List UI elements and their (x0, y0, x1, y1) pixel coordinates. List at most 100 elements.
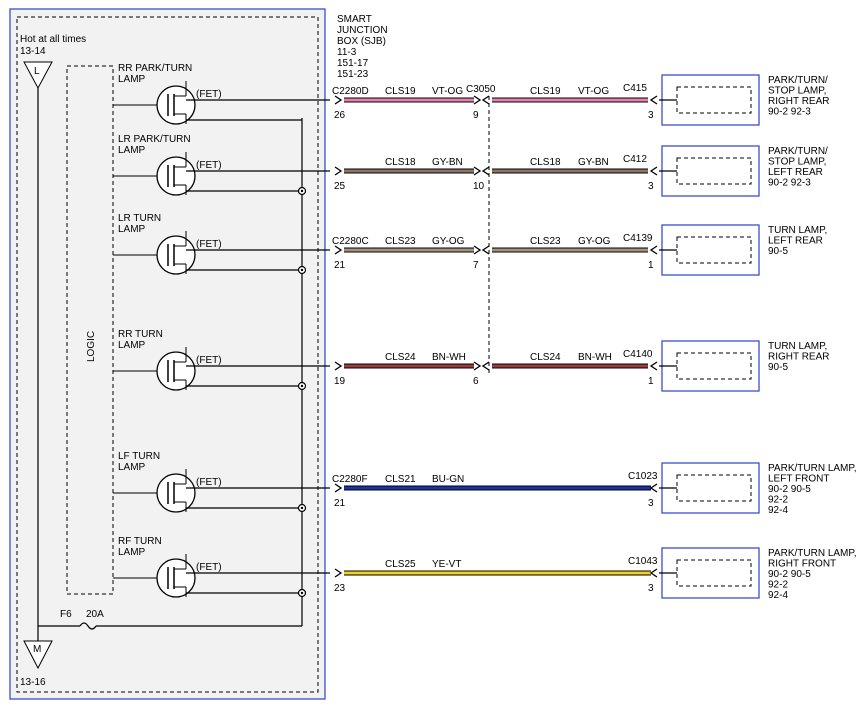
splice-dot (300, 506, 304, 510)
inline-pin-chevron-icon (473, 95, 482, 105)
fuse-rating: 20A (86, 609, 104, 620)
drive-label: RR PARK/TURN (118, 63, 192, 74)
fuse-icon (79, 622, 97, 630)
sjb-title-line: 151-17 (337, 58, 369, 69)
sjb-title-line: BOX (SJB) (337, 36, 386, 47)
lamp-connector-label: C412 (623, 154, 647, 165)
lamp-box (661, 74, 760, 126)
fet-icon (156, 558, 196, 598)
lamp-pin-number: 3 (648, 110, 654, 121)
circuit-label: CLS24 (530, 352, 561, 363)
sjb-title-line: 11-3 (337, 47, 357, 58)
lamp-inner-dashed (676, 86, 752, 114)
drive-label: RR TURN (118, 329, 163, 340)
lamp-label: 90-2 90-5 (768, 484, 811, 495)
lamp-box (661, 462, 760, 514)
lamp-label: STOP LAMP, (768, 157, 826, 168)
wire-color-code: VT-OG (578, 86, 609, 97)
wire-color-code: BN-WH (432, 352, 466, 363)
lamp-label: PARK/TURN/ (768, 146, 828, 157)
lamp-pin-number: 3 (648, 498, 654, 509)
drive-label: LR PARK/TURN (118, 134, 191, 145)
wire-color-code: GY-OG (578, 236, 611, 247)
circuit-label: CLS24 (385, 352, 416, 363)
sjb-inner-dashed (16, 16, 319, 693)
wire-color-code: BU-GN (432, 474, 464, 485)
lamp-label: RIGHT FRONT (768, 559, 836, 570)
splice-dot (300, 591, 304, 595)
wire-color-code: VT-OG (432, 86, 463, 97)
lamp-label: 92-4 (768, 505, 788, 516)
circuit-label: CLS19 (530, 86, 561, 97)
fet-icon (156, 85, 196, 125)
sjb-pin-number: 25 (334, 181, 346, 192)
splice-dot (300, 268, 304, 272)
sjb-pin-number: 26 (334, 110, 346, 121)
sjb-connector-label: C2280F (332, 474, 368, 485)
inline-pin-chevron-icon (473, 361, 482, 371)
wire-color-code: YE-VT (432, 559, 461, 570)
fet-label: (FET) (196, 355, 222, 366)
lamp-inner-dashed (676, 352, 752, 380)
lamp-label: TURN LAMP, (768, 341, 827, 352)
inline-pin-number: 9 (473, 110, 479, 121)
drive-label: LR TURN (118, 213, 161, 224)
lamp-label: LEFT REAR (768, 236, 823, 247)
lamp-pin-chevron-icon (649, 245, 658, 255)
sjb-connector-label: C2280C (332, 236, 369, 247)
sjb-title: SMART JUNCTION BOX (SJB) 11-3 151-17 151… (337, 14, 388, 80)
inline-pin-chevron-icon (481, 166, 490, 176)
lamp-connector-label: C4139 (623, 233, 653, 244)
inline-pin-number: 10 (473, 181, 485, 192)
logic-block (66, 65, 114, 595)
sjb-pin-number: 23 (334, 583, 346, 594)
circuit-label: CLS18 (530, 157, 561, 168)
drive-label: LAMP (118, 74, 146, 85)
sjb-pin-chevron-icon (334, 361, 343, 371)
fet-label: (FET) (196, 562, 222, 573)
bus-l-triangle-icon (23, 61, 53, 90)
circuit-label: CLS23 (385, 236, 416, 247)
drive-label: LF TURN (118, 451, 160, 462)
sjb-pin-number: 19 (334, 376, 346, 387)
splice-dot (300, 384, 304, 388)
fet-icon (156, 156, 196, 196)
fet-icon (156, 235, 196, 275)
lamp-box (661, 224, 760, 276)
fet-label: (FET) (196, 89, 222, 100)
lamp-pin-chevron-icon (649, 166, 658, 176)
sjb-title-line: SMART (337, 14, 372, 25)
drive-label: LAMP (118, 462, 146, 473)
bus-m-label: M (33, 644, 41, 655)
lamp-label: TURN LAMP, (768, 225, 827, 236)
fet-label: (FET) (196, 477, 222, 488)
sjb-pin-chevron-icon (334, 95, 343, 105)
lamp-box (661, 145, 760, 197)
lamp-pin-chevron-icon (649, 95, 658, 105)
lamp-pin-number: 1 (648, 376, 654, 387)
inline-connector-label: C3050 (466, 84, 496, 95)
sjb-pin-chevron-icon (334, 568, 343, 578)
sjb-title-line: JUNCTION (337, 25, 388, 36)
lamp-label: 92-4 (768, 590, 788, 601)
top-page-ref: 13-14 (20, 46, 46, 57)
bus-l-label: L (34, 66, 40, 77)
lamp-inner-dashed (676, 157, 752, 185)
fet-label: (FET) (196, 160, 222, 171)
drive-label: LAMP (118, 224, 146, 235)
lamp-inner-dashed (676, 236, 752, 264)
lamp-label: 90-2 92-3 (768, 107, 811, 118)
wire-color-code: GY-BN (432, 157, 463, 168)
lamp-label: 90-2 92-3 (768, 178, 811, 189)
lamp-label: PARK/TURN LAMP, (768, 548, 857, 559)
drive-label: RF TURN (118, 536, 162, 547)
lamp-label: PARK/TURN LAMP, (768, 463, 857, 474)
sjb-pin-chevron-icon (334, 245, 343, 255)
lamp-label: LEFT FRONT (768, 474, 829, 485)
circuit-label: CLS18 (385, 157, 416, 168)
sjb-connector-label: C2280D (332, 86, 369, 97)
sjb-pin-chevron-icon (334, 483, 343, 493)
lamp-box (661, 340, 760, 392)
wire-color-code: GY-BN (578, 157, 609, 168)
lamp-label: 92-2 (768, 580, 788, 591)
